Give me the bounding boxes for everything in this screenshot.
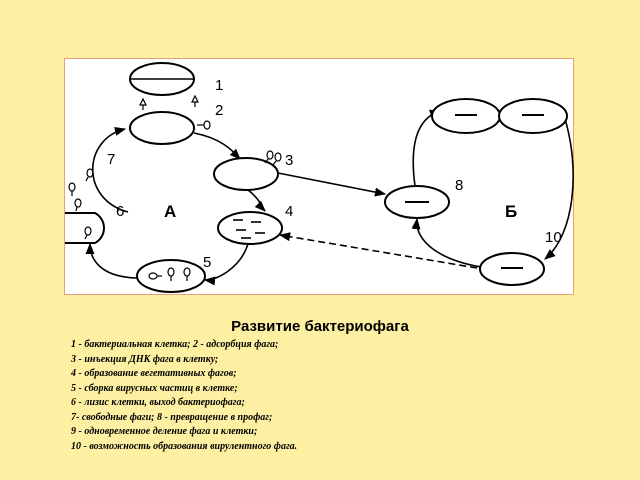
phage-cycle-diagram: 1 2 3 4 5 6 7 8 10 А Б [65, 62, 574, 293]
cell-6-lysing [65, 212, 105, 244]
legend-item: 9 - одновременное деление фага и клетки; [71, 426, 258, 437]
stage-label-7: 7 [107, 151, 115, 168]
legend-item: 3 - инъекция ДНК фага в клетку; [71, 353, 219, 365]
legend-item: 4 - образование вегетативных фагов; [71, 368, 237, 379]
arrow-3-to-8 [277, 172, 387, 197]
arrow-7-to-2 [92, 126, 129, 213]
legend-item: 10 - возможность образования вирулентног… [71, 440, 298, 452]
stage-label-8: 8 [455, 177, 463, 194]
phage-icon [191, 94, 199, 107]
stage-label-5: 5 [203, 254, 211, 271]
arrow-2-to-3 [193, 132, 241, 160]
stage-label-10: 10 [545, 229, 562, 246]
phage-icon [272, 152, 282, 166]
stage-label-6: 6 [116, 203, 124, 220]
phage-dna-fragments [233, 219, 265, 239]
cell-3 [213, 157, 279, 191]
legend-item: 6 - лизис клетки, выход бактериофага; [71, 397, 245, 408]
cell-2 [129, 111, 195, 145]
phage-icon [183, 267, 191, 281]
arrow-9-to-10 [544, 118, 574, 260]
stage-label-1: 1 [215, 77, 223, 94]
phage-icon [68, 182, 76, 196]
arrow-10-to-8 [411, 217, 482, 268]
legend-item: 7- свободные фаги; 8 - превращение в про… [71, 411, 273, 423]
stage-label-4: 4 [285, 203, 293, 220]
legend-item: 5 - сборка вирусных частиц в клетке; [71, 382, 238, 394]
stage-label-3: 3 [285, 152, 293, 169]
diagram-panel: 1 2 3 4 5 6 7 8 10 А Б [64, 58, 574, 295]
arrow-10-to-4-dashed [278, 232, 478, 269]
legend: 1 - бактериальная клетка; 2 - адсорбция … [71, 338, 297, 454]
phage-icon [74, 198, 82, 212]
legend-item: 1 - бактериальная клетка; 2 - адсорбция … [71, 339, 279, 350]
diagram-title: Развитие бактериофага [231, 318, 409, 335]
phage-icon [139, 97, 147, 110]
cell-4 [217, 211, 283, 245]
arrow-4-to-5 [203, 243, 249, 286]
phage-icon [148, 272, 162, 280]
phage-icon [167, 267, 175, 281]
arrow-3-to-4 [247, 189, 266, 212]
arrow-5-to-6 [85, 242, 138, 279]
phage-icon [264, 150, 274, 164]
phage-icon [84, 226, 92, 240]
group-label-lysogenic: Б [505, 202, 517, 221]
stage-label-2: 2 [215, 102, 223, 119]
group-label-lytic: А [164, 202, 176, 221]
phage-icon [197, 120, 211, 130]
phage-icon [85, 168, 94, 182]
